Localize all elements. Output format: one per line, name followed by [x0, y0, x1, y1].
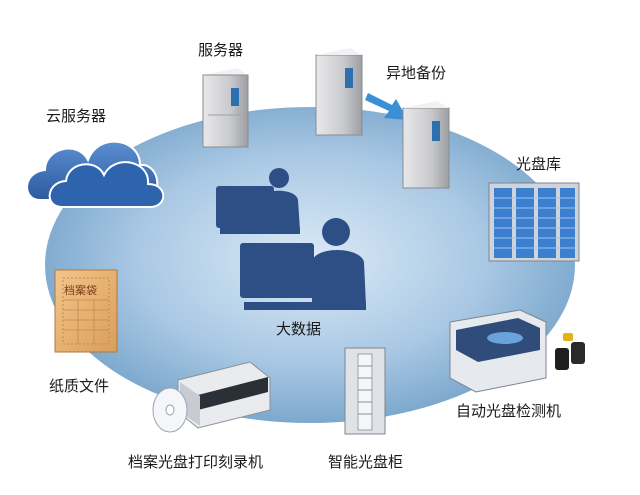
offsite-backup-label: 异地备份 [386, 64, 447, 82]
archive-bag-text: 档案袋 [64, 284, 97, 297]
server-label: 服务器 [198, 41, 244, 59]
offsite-server-icon [315, 48, 363, 136]
big-data-label: 大数据 [276, 320, 322, 338]
offsite-backup-server-icon [402, 101, 450, 189]
big-data-people-icon [216, 168, 366, 310]
archive-disc-printer-burner-label: 档案光盘打印刻录机 [128, 453, 264, 471]
server-icon [202, 68, 250, 148]
cd-disc-icon [152, 387, 188, 433]
smart-disc-cabinet-icon [344, 347, 386, 435]
smart-disc-cabinet-label: 智能光盘柜 [328, 453, 404, 471]
paper-files-label: 纸质文件 [49, 377, 110, 395]
disc-library-icon [488, 182, 580, 262]
disc-printer-burner-icon [177, 361, 271, 429]
auto-disc-checker-icon [449, 309, 585, 393]
auto-disc-checker-label: 自动光盘检测机 [456, 402, 562, 420]
cloud-server-label: 云服务器 [46, 107, 107, 125]
cloud-icon [26, 140, 165, 208]
disc-library-label: 光盘库 [516, 155, 562, 173]
archive-bag-icon [54, 269, 118, 353]
backup-arrow-icon [365, 93, 408, 120]
